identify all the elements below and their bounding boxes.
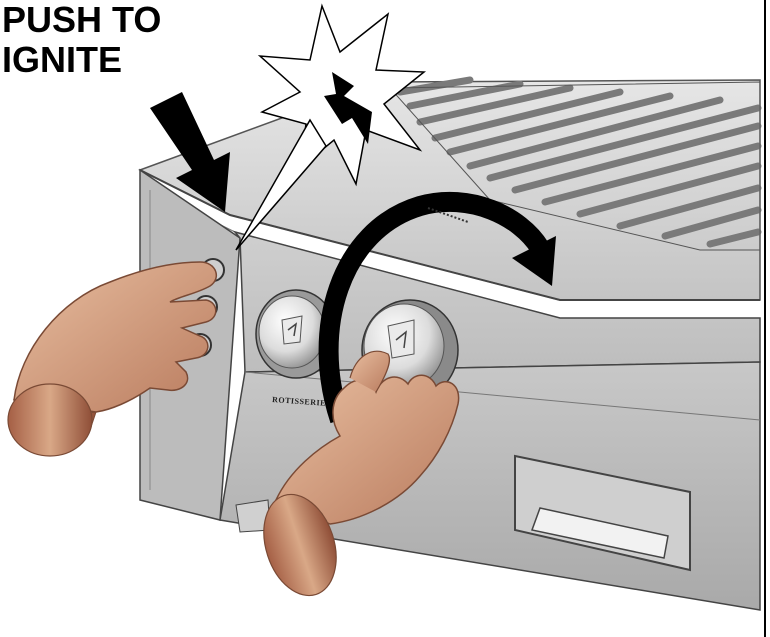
page-border-right: [764, 0, 766, 637]
